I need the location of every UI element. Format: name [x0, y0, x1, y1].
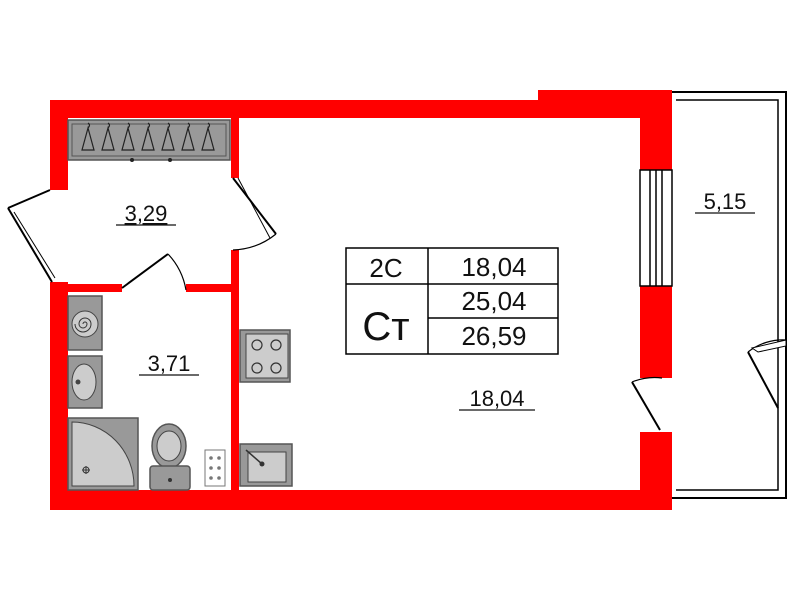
balcony — [670, 91, 787, 499]
hanger-icon — [161, 122, 175, 151]
partition-bath-left — [55, 284, 122, 292]
wall-left-lower — [50, 282, 68, 510]
balcony-inner-door — [631, 376, 663, 431]
legend-total-area: 25,04 — [461, 286, 526, 316]
hall-area-label: 3,29 — [125, 201, 168, 226]
legend-type: Ст — [362, 305, 409, 349]
balcony-door-arc — [747, 339, 787, 353]
hanger-icon — [121, 122, 135, 151]
wardrobe-icon — [67, 119, 231, 162]
hanger-icon — [181, 122, 195, 151]
living-area-label: 18,04 — [469, 386, 524, 411]
kitchen-sink-icon — [239, 443, 293, 487]
hanger-icon — [141, 122, 155, 151]
apartment-legend: 2С Ст 18,04 25,04 26,59 — [345, 247, 559, 355]
hanger-icon — [81, 122, 95, 151]
legend-room-code: 2С — [369, 253, 402, 283]
wall-right-middle — [640, 286, 672, 378]
stove-icon — [239, 329, 291, 383]
vent-icon — [204, 449, 226, 487]
shower-tray-icon — [67, 417, 139, 491]
walls — [50, 90, 672, 510]
balcony-door-leaf — [747, 351, 779, 409]
bathroom-door — [121, 253, 187, 291]
wall-top — [50, 100, 550, 118]
wall-bottom — [50, 490, 672, 510]
entrance-door — [7, 189, 56, 283]
partition-kitchen — [231, 250, 239, 500]
window — [639, 169, 673, 287]
legend-total-with-balcony: 26,59 — [461, 321, 526, 351]
washing-machine-icon — [67, 295, 103, 351]
living-door — [232, 177, 277, 251]
wall-left-upper — [50, 100, 68, 190]
toilet-icon — [149, 423, 191, 491]
partition-hall-upper — [231, 110, 239, 178]
hanger-icon — [101, 122, 115, 151]
hanger-icon — [201, 122, 215, 151]
legend-living-area: 18,04 — [461, 252, 526, 282]
wall-right-upper — [640, 90, 672, 170]
balcony-area-label: 5,15 — [704, 189, 747, 214]
partition-bath-right — [186, 284, 236, 292]
bathroom-area-label: 3,71 — [148, 351, 191, 376]
sink-icon — [67, 355, 103, 409]
